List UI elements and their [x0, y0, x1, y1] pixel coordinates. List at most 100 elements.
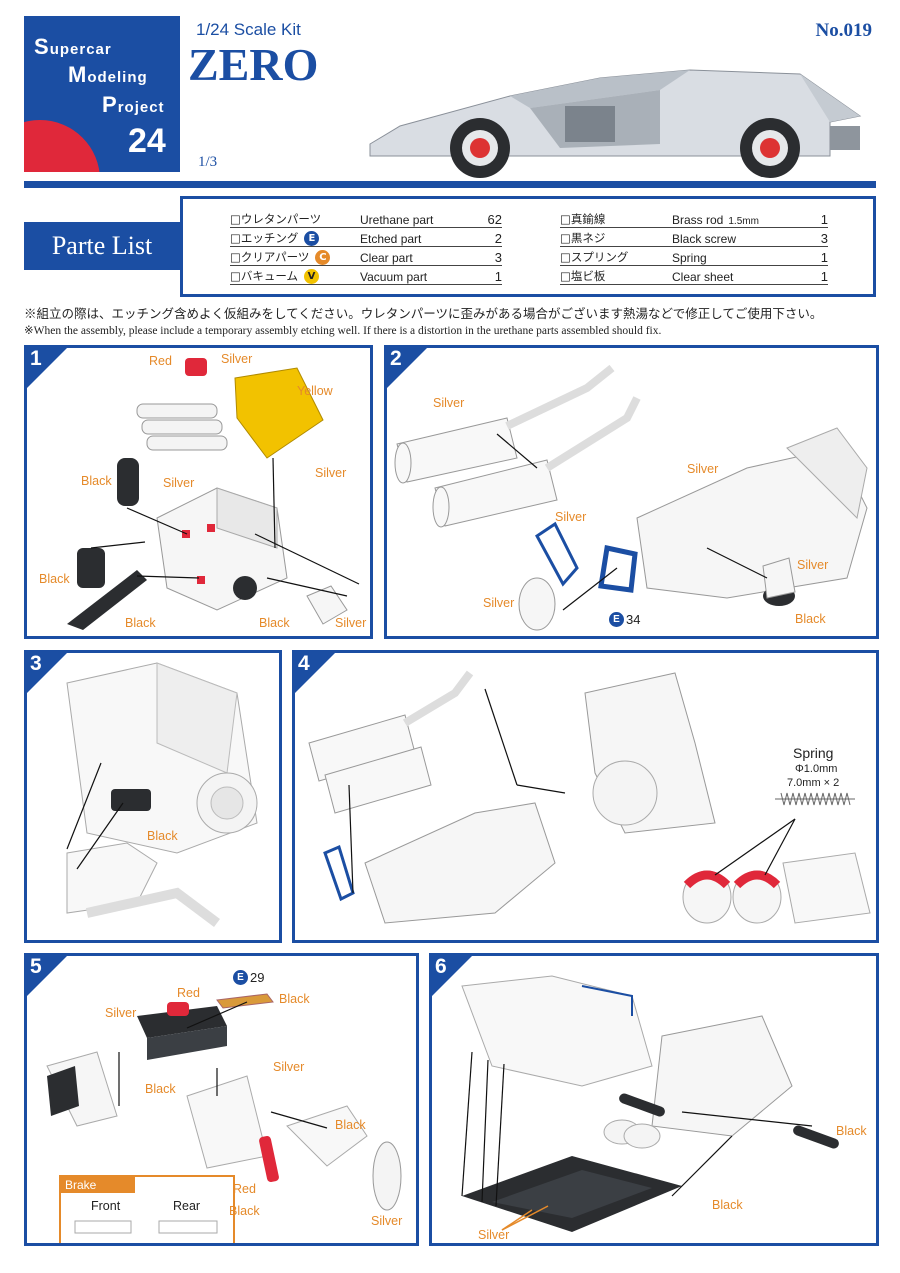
assembly-note-en: ※When the assembly, please include a tem… — [24, 325, 662, 337]
label-black: Black — [81, 474, 112, 488]
label-silver: Silver — [335, 616, 367, 630]
part-qty: 3 — [820, 231, 828, 246]
step-4-diagram — [308, 670, 871, 924]
step-5-diagram — [46, 993, 402, 1211]
part-en: Black screw — [672, 232, 737, 246]
vacuum-badge-icon: V — [304, 269, 320, 284]
label-black: Black — [712, 1198, 743, 1212]
part-jp: □塩ビ板 — [560, 269, 606, 283]
part-qty: 2 — [494, 231, 502, 246]
label-black: Black — [335, 1118, 366, 1132]
label-silver: Silver — [273, 1060, 305, 1074]
label-silver: Silver — [371, 1214, 403, 1228]
logo-line-modeling: Modeling — [68, 62, 148, 87]
label-silver: Silver — [478, 1228, 510, 1242]
step-panel-4: 4 Spring Φ1. — [292, 650, 879, 943]
label-silver: Silver — [687, 462, 719, 476]
logo-red-disc — [24, 120, 100, 172]
label-black: Black — [259, 616, 290, 630]
label-black: Black — [39, 572, 70, 586]
brake-front-label: Front — [91, 1199, 121, 1213]
label-silver: Silver — [163, 476, 195, 490]
label-black: Black — [125, 616, 156, 630]
label-silver: Silver — [797, 558, 829, 572]
label-silver: Silver — [315, 466, 347, 480]
part-qty: 3 — [494, 250, 502, 265]
step-panel-3: 3 Black — [24, 650, 282, 943]
step-3-diagram — [66, 662, 258, 927]
row-rule — [230, 246, 502, 247]
part-qty: 1 — [820, 269, 828, 284]
rod-size: 1.5mm — [728, 216, 759, 227]
part-en: Vacuum part — [360, 270, 428, 284]
row-rule — [230, 265, 502, 266]
part-en: Urethane part — [360, 213, 434, 227]
step-panel-6: 6 Black Black Silver — [429, 953, 879, 1246]
row-rule — [230, 284, 502, 285]
spring-length: 7.0mm × 2 — [787, 777, 840, 789]
brake-rear-label: Rear — [173, 1199, 201, 1213]
row-rule — [560, 284, 828, 285]
label-black: Black — [836, 1124, 867, 1138]
row-rule — [560, 265, 828, 266]
part-jp: □ウレタンパーツ — [230, 212, 322, 226]
label-black: Black — [145, 1082, 176, 1096]
parts-row-black-screw: □黒ネジ Black screw 3 — [560, 227, 828, 246]
part-qty: 1 — [820, 212, 828, 227]
part-qty: 1 — [820, 250, 828, 265]
etched-badge-icon: E — [233, 970, 248, 985]
logo-line-project: Project — [102, 92, 165, 117]
kit-scale: 1/24 Scale Kit — [196, 20, 301, 39]
part-en: Clear sheet — [672, 270, 734, 284]
label-black: Black — [147, 829, 178, 843]
parts-list-title: Parte List — [24, 222, 180, 270]
logo-line-supercar: Supercar — [34, 34, 112, 59]
row-rule — [560, 227, 828, 228]
spring-diameter: Φ1.0mm — [795, 763, 838, 775]
step-2-diagram — [394, 364, 868, 631]
label-yellow: Yellow — [297, 384, 333, 398]
parts-row-clear-sheet: □塩ビ板 Clear sheet 1 — [560, 265, 828, 284]
row-rule — [230, 227, 502, 228]
etched-part-callout: E 34 — [609, 612, 640, 627]
kit-title: ZERO — [188, 39, 319, 90]
logo-number: 24 — [128, 122, 166, 160]
label-silver: Silver — [555, 510, 587, 524]
label-red: Red — [149, 354, 172, 368]
label-black: Black — [279, 992, 310, 1006]
row-rule — [560, 246, 828, 247]
parts-row-urethane: □ウレタンパーツ Urethane part 62 — [230, 208, 502, 227]
brake-lines-diagram — [74, 1220, 218, 1234]
part-en: Spring — [672, 251, 707, 265]
project-logo: Supercar Modeling Project 24 — [24, 16, 180, 172]
part-jp: □黒ネジ — [560, 231, 606, 245]
label-silver: Silver — [105, 1006, 137, 1020]
step-panel-1: 1 Red Silver — [24, 345, 373, 639]
label-silver: Silver — [433, 396, 465, 410]
parts-row-spring: □スプリング Spring 1 — [560, 246, 828, 265]
part-en: Etched part — [360, 232, 422, 246]
spring-title: Spring — [793, 745, 834, 761]
parts-list-frame — [180, 196, 876, 297]
etched-badge-icon: E — [304, 231, 320, 246]
page-number: 1/3 — [198, 154, 218, 170]
label-black: Black — [229, 1204, 260, 1218]
etched-badge-icon: E — [609, 612, 624, 627]
step-panel-2: 2 Silver Silver Silver Silver Silver — [384, 345, 879, 639]
label-red: Red — [233, 1182, 256, 1196]
part-qty: 1 — [494, 269, 502, 284]
part-en: Clear part — [360, 251, 413, 265]
etched-part-callout: E 29 — [233, 970, 264, 985]
part-jp: □真鍮線 — [560, 212, 606, 226]
assembly-note-jp: ※組立の際は、エッチング含めよく仮組みをしてください。ウレタンパーツに歪みがある… — [24, 306, 823, 321]
kit-number: No.019 — [815, 20, 872, 41]
header-rule — [24, 181, 876, 188]
brake-legend: Brake Front Rear — [59, 1175, 235, 1243]
